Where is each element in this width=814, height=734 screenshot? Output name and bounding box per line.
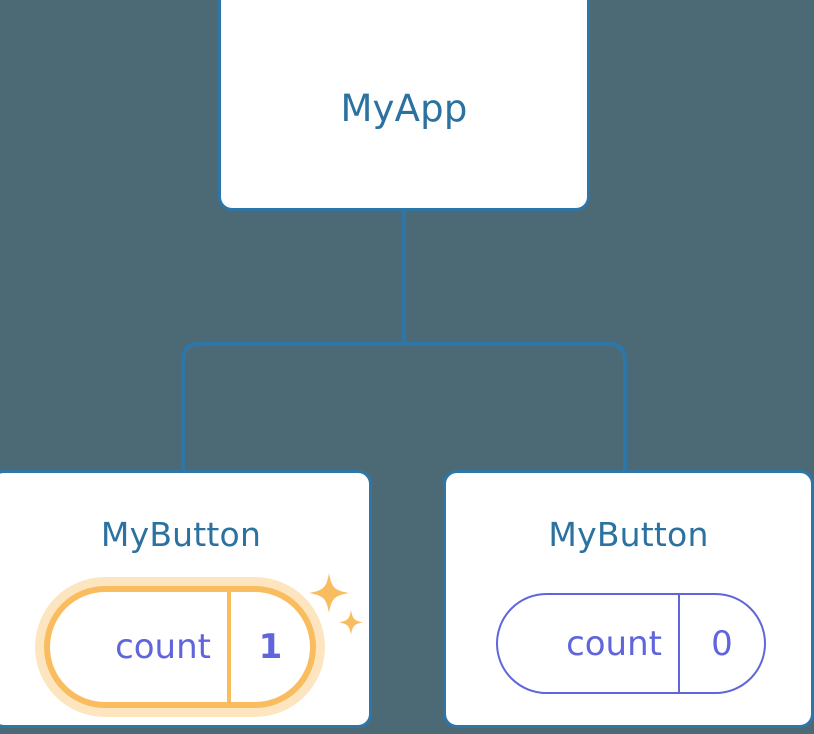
prop-key-right: count: [566, 623, 662, 664]
node-myapp-title: MyApp: [340, 87, 468, 130]
node-mybutton-right-title: MyButton: [548, 515, 709, 554]
edge-root-to-children: [181, 342, 627, 470]
prop-key-left: count: [115, 627, 211, 667]
prop-pill-count-left[interactable]: count 1: [44, 586, 316, 708]
node-mybutton-right[interactable]: MyButton count 0: [443, 470, 814, 728]
prop-value-right: 0: [678, 595, 764, 692]
node-mybutton-left[interactable]: MyButton count 1: [0, 470, 372, 728]
sparkle-small-icon: [339, 610, 363, 635]
prop-value-left: 1: [227, 592, 310, 702]
prop-pill-count-right[interactable]: count 0: [496, 593, 766, 694]
sparkle-large-icon: [309, 573, 349, 613]
node-myapp[interactable]: MyApp: [218, 0, 590, 211]
node-mybutton-left-title: MyButton: [100, 515, 262, 554]
prop-pill-highlighted-wrapper: count 1: [35, 571, 363, 723]
